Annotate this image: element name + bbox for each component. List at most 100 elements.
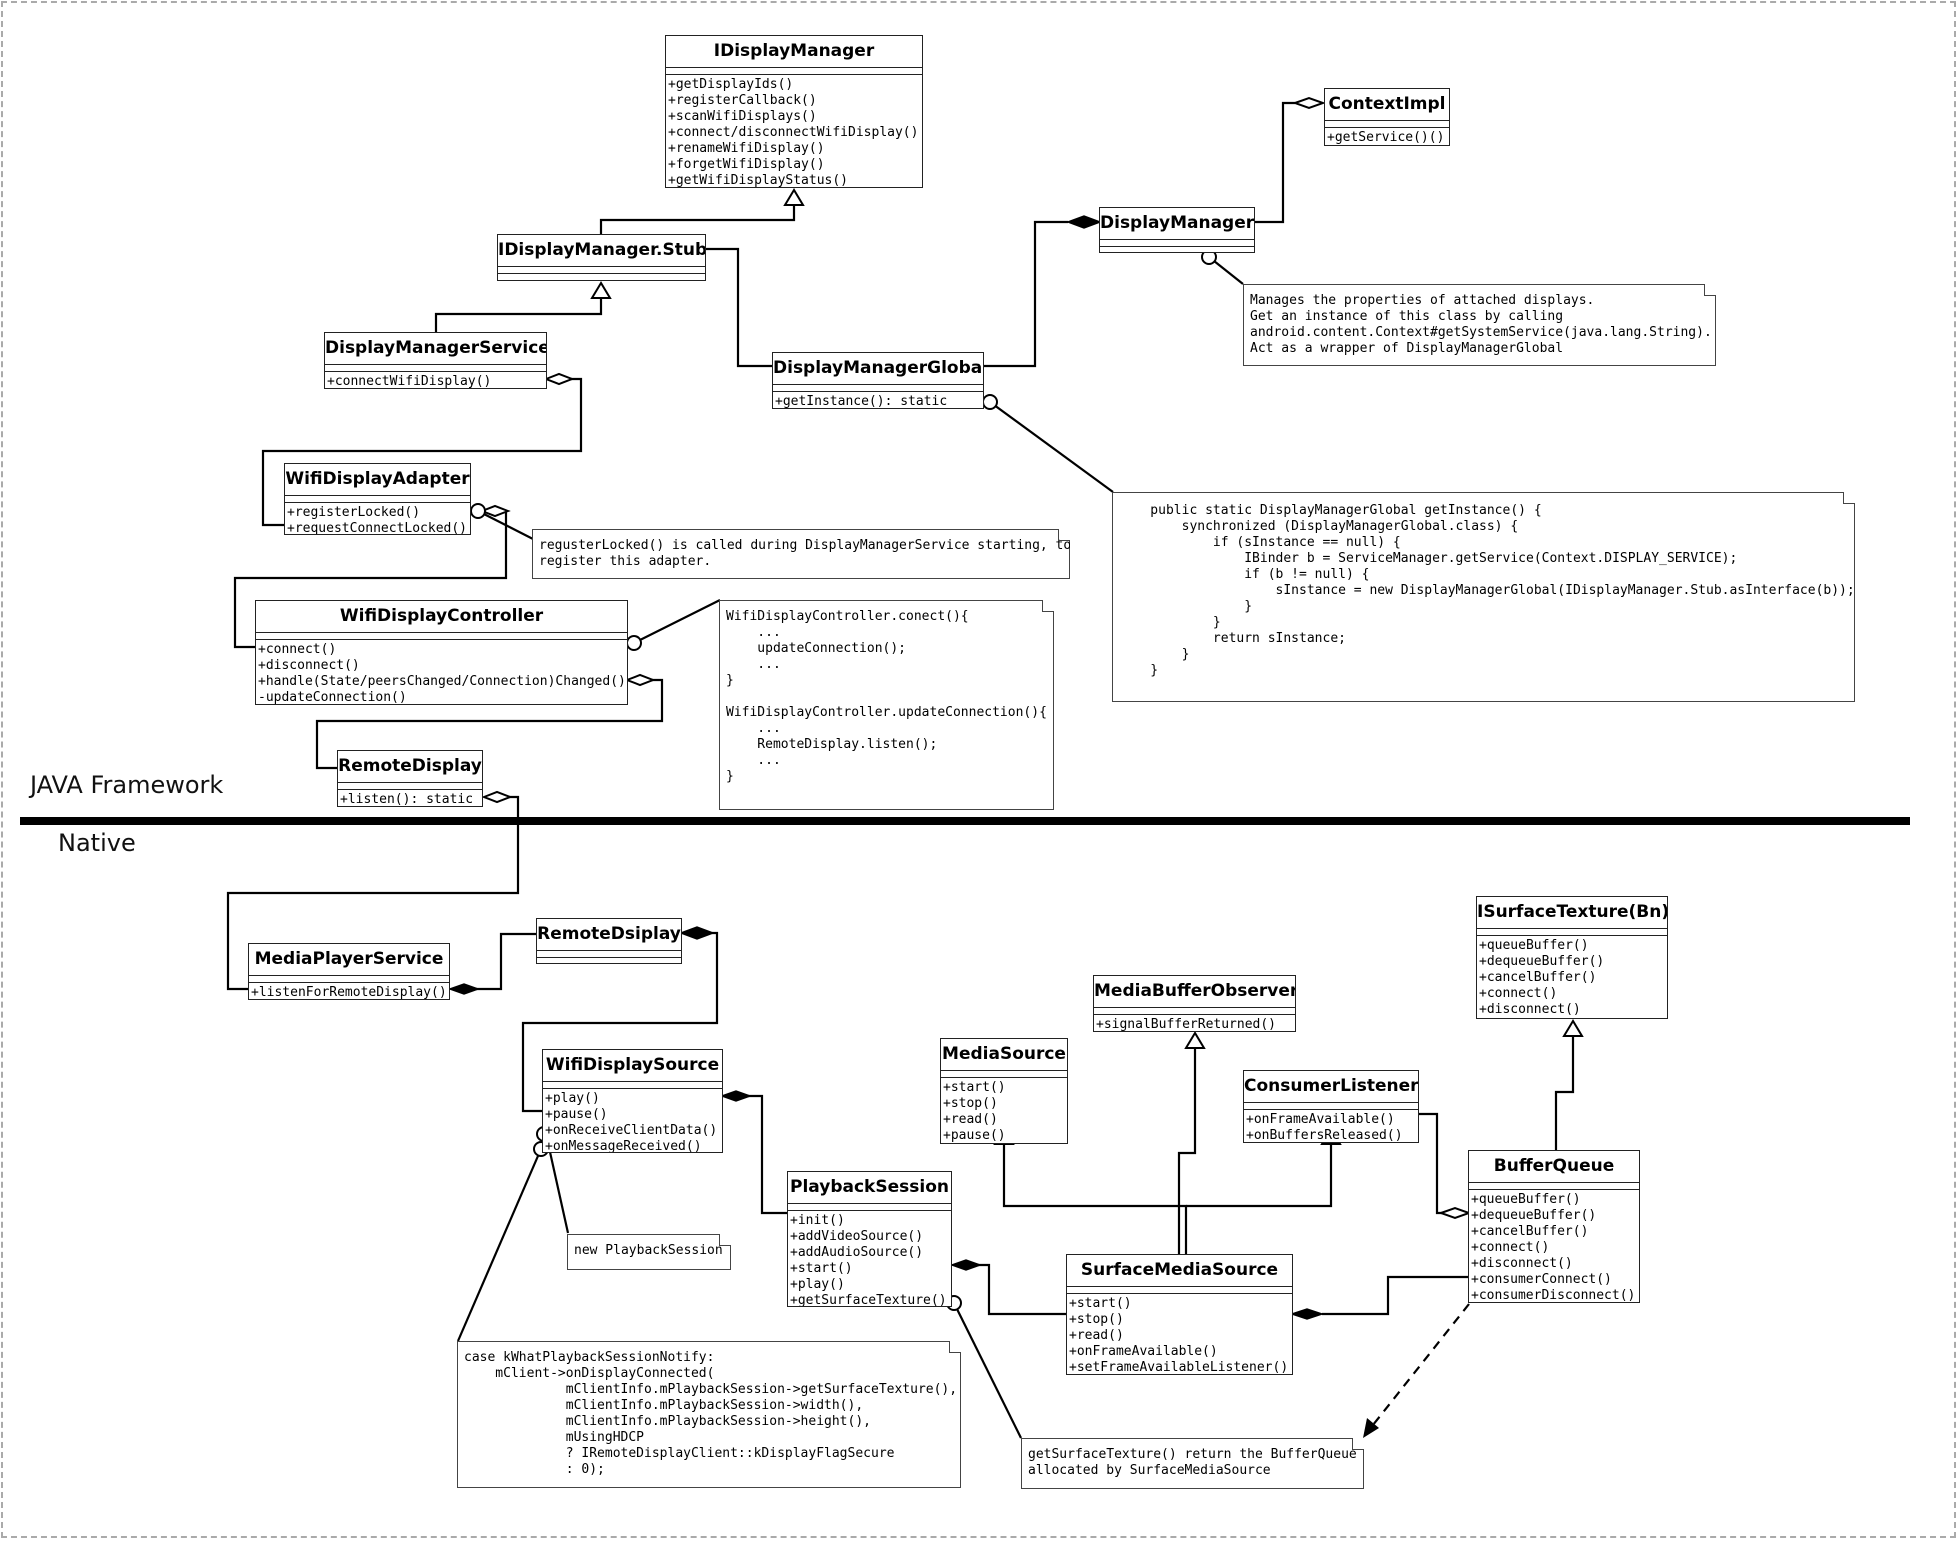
edge-mps-to-remotedsiplay xyxy=(475,932,537,991)
class-methods: +connect()+disconnect()+handle(State/pee… xyxy=(256,640,627,704)
class-remotedsiplay[interactable]: RemoteDsiplay xyxy=(536,918,682,964)
class-title: IDisplayManager xyxy=(666,36,922,68)
inherit-arrow-idisplaymanager xyxy=(783,188,805,206)
edge-dm-to-contextimpl xyxy=(1254,101,1295,224)
class-methods: +queueBuffer()+dequeueBuffer()+cancelBuf… xyxy=(1477,936,1667,1018)
class-method: +listen(): static xyxy=(340,792,474,807)
class-method: +stop() xyxy=(1069,1312,1124,1327)
class-wifidisplayadapter[interactable]: WifiDisplayAdapter +registerLocked()+req… xyxy=(284,463,471,535)
class-displaymanager[interactable]: DisplayManager xyxy=(1099,207,1255,253)
class-idisplaymanager[interactable]: IDisplayManager +getDisplayIds()+registe… xyxy=(665,35,923,188)
class-title: BufferQueue xyxy=(1469,1151,1639,1183)
class-title: RemoteDisplay xyxy=(338,751,482,783)
note-fold xyxy=(1058,529,1070,541)
aggregation-diamond-consumerlistener xyxy=(1438,1206,1472,1220)
class-methods: +queueBuffer()+dequeueBuffer()+cancelBuf… xyxy=(1469,1190,1639,1302)
note-fold xyxy=(1843,492,1855,504)
class-method: +connect() xyxy=(1479,986,1558,1001)
note-anchor-controller xyxy=(626,635,642,651)
class-method: +pause() xyxy=(943,1128,1006,1143)
composition-diamond-sms xyxy=(1289,1308,1325,1320)
class-method: +getDisplayIds() xyxy=(668,77,794,92)
class-attributes xyxy=(788,1204,951,1211)
class-bufferqueue[interactable]: BufferQueue +queueBuffer()+dequeueBuffer… xyxy=(1468,1150,1640,1303)
class-mediaplayerservice[interactable]: MediaPlayerService +listenForRemoteDispl… xyxy=(248,943,450,1000)
class-method: +queueBuffer() xyxy=(1479,938,1589,953)
class-method: +requestConnectLocked() xyxy=(287,521,468,535)
class-attributes xyxy=(941,1071,1067,1078)
aggregation-diamond-controller xyxy=(624,673,656,687)
edge-remotedsiplay-to-source xyxy=(521,931,719,1113)
class-displaymanagerglobal[interactable]: DisplayManagerGlobal +getInstance(): sta… xyxy=(772,352,984,409)
class-attributes xyxy=(1094,1008,1295,1015)
class-method: +play() xyxy=(790,1277,845,1292)
edge-sms-to-mediasource xyxy=(1002,1144,1188,1254)
class-surfacemediasource[interactable]: SurfaceMediaSource +start()+stop()+read(… xyxy=(1066,1254,1293,1375)
class-method: +onReceiveClientData() xyxy=(545,1123,718,1138)
note-anchor-adapter xyxy=(470,503,486,519)
class-title: DisplayManagerService xyxy=(325,333,546,365)
class-method: +setFrameAvailableListener() xyxy=(1069,1360,1289,1375)
class-wifidisplaysource[interactable]: WifiDisplaySource +play()+pause()+onRece… xyxy=(542,1049,723,1153)
class-method: +registerLocked() xyxy=(287,505,421,520)
note-text: regusterLocked() is called during Displa… xyxy=(539,538,1072,569)
class-methods: +signalBufferReturned() xyxy=(1094,1015,1295,1031)
class-title: DisplayManagerGlobal xyxy=(773,353,983,385)
class-methods: +init()+addVideoSource()+addAudioSource(… xyxy=(788,1211,951,1306)
note-text: case kWhatPlaybackSessionNotify: mClient… xyxy=(464,1350,958,1477)
class-method: +connectWifiDisplay() xyxy=(327,374,492,389)
edge-dmg-to-dm xyxy=(983,220,1068,368)
class-methods: +listenForRemoteDisplay() xyxy=(249,983,449,999)
inherit-arrow-mbo xyxy=(1184,1031,1206,1049)
composition-diamond-remotedsiplay xyxy=(678,926,716,940)
class-isurfacetexture-bn[interactable]: ISurfaceTexture(Bn) +queueBuffer()+deque… xyxy=(1476,896,1668,1019)
class-attributes xyxy=(1067,1287,1292,1294)
class-title: WifiDisplayAdapter xyxy=(285,464,470,496)
note-link-adapter xyxy=(477,510,534,540)
class-method: +disconnect() xyxy=(1479,1002,1581,1017)
class-displaymanagerservice[interactable]: DisplayManagerService +connectWifiDispla… xyxy=(324,332,547,389)
class-mediabufferobserver[interactable]: MediaBufferObserver +signalBufferReturne… xyxy=(1093,975,1296,1032)
class-attributes xyxy=(1469,1183,1639,1190)
edge-dms-to-adapter xyxy=(261,377,583,527)
class-wifidisplaycontroller[interactable]: WifiDisplayController +connect()+disconn… xyxy=(255,600,628,705)
class-method: +getWifiDisplayStatus() xyxy=(668,173,849,188)
class-method: +addVideoSource() xyxy=(790,1229,924,1244)
note-link-source-notify xyxy=(456,1148,543,1342)
class-attributes xyxy=(1244,1103,1418,1110)
composition-diamond-playback xyxy=(949,1259,983,1271)
edge-bufferqueue-to-note xyxy=(1368,1303,1470,1431)
note-text: public static DisplayManagerGlobal getIn… xyxy=(1150,503,1855,678)
class-title: MediaBufferObserver xyxy=(1094,976,1295,1008)
class-method: +init() xyxy=(790,1213,845,1228)
aggregation-diamond-adapter xyxy=(479,504,511,518)
note-fold xyxy=(1042,600,1054,612)
note-fold xyxy=(1704,284,1716,296)
class-idisplaymanager-stub[interactable]: IDisplayManager.Stub xyxy=(497,234,706,281)
class-attributes xyxy=(498,267,705,274)
note-link-dmg xyxy=(989,401,1114,493)
class-method: +disconnect() xyxy=(1471,1256,1573,1271)
edge-stub-to-idisplaymanager xyxy=(599,205,796,235)
class-method: +onBuffersReleased() xyxy=(1246,1128,1403,1143)
class-attributes xyxy=(543,1082,722,1089)
class-consumerlistener[interactable]: ConsumerListener +onFrameAvailable()+onB… xyxy=(1243,1070,1419,1143)
class-methods: +play()+pause()+onReceiveClientData()+on… xyxy=(543,1089,722,1152)
class-playbacksession[interactable]: PlaybackSession +init()+addVideoSource()… xyxy=(787,1171,952,1307)
class-method: +renameWifiDisplay() xyxy=(668,141,825,156)
class-method: +read() xyxy=(1069,1328,1124,1343)
class-method: +dequeueBuffer() xyxy=(1479,954,1605,969)
class-remotedisplay[interactable]: RemoteDisplay +listen(): static xyxy=(337,750,483,807)
note-text: WifiDisplayController.conect(){ ... upda… xyxy=(726,609,1047,784)
aggregation-diamond-contextimpl xyxy=(1292,96,1326,110)
class-title: MediaSource xyxy=(941,1039,1067,1071)
class-methods: +onFrameAvailable()+onBuffersReleased() xyxy=(1244,1110,1418,1143)
inherit-arrow-isurfacetexture xyxy=(1562,1019,1584,1037)
class-mediasource[interactable]: MediaSource +start()+stop()+read()+pause… xyxy=(940,1038,1068,1144)
class-contextimpl[interactable]: ContextImpl +getService()() xyxy=(1324,88,1450,146)
class-methods: +listen(): static xyxy=(338,790,482,807)
note-new-playbacksession: new PlaybackSession xyxy=(567,1234,731,1270)
class-attributes xyxy=(666,68,922,75)
class-methods: +start()+stop()+read()+pause() xyxy=(941,1078,1067,1143)
class-title: DisplayManager xyxy=(1100,208,1254,240)
